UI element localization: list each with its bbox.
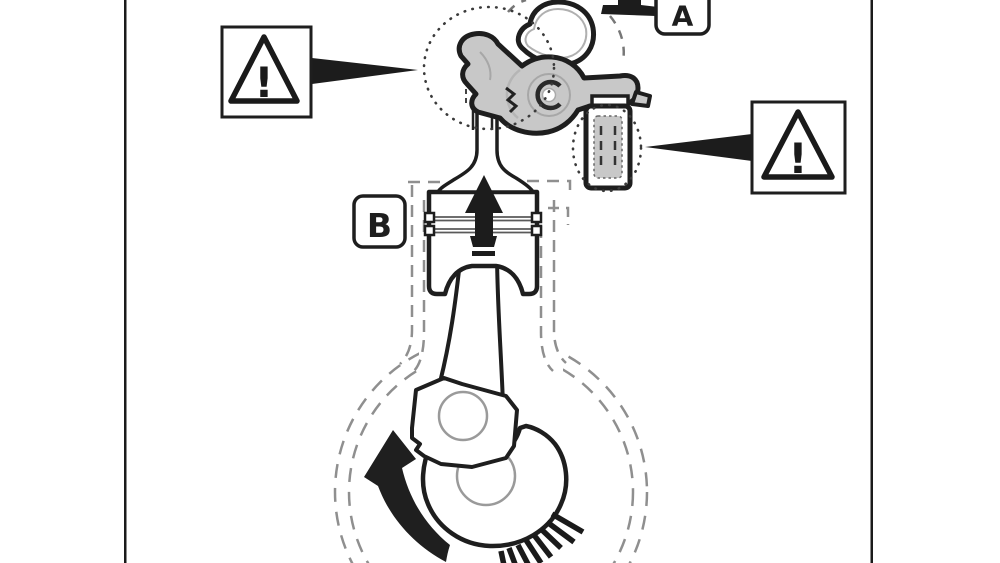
valve-stem-and-head — [436, 70, 535, 194]
piston-ring-notches — [423, 211, 543, 237]
callout-b: B — [352, 194, 407, 249]
callout-b-label: B — [367, 206, 392, 245]
cam-direction-arrow — [601, 0, 658, 16]
motion-bar-thick — [470, 236, 497, 247]
rod-big-end — [410, 376, 519, 469]
frame-left-border — [124, 0, 127, 563]
rotation-arrow-icon — [364, 430, 450, 562]
cylinder-wall-left-outer — [399, 185, 414, 365]
callout-a-label: A — [672, 0, 694, 33]
warning-left-exclamation: ! — [254, 58, 273, 107]
rocker-arm — [456, 31, 652, 136]
tappet — [583, 94, 633, 191]
warning-triangle-icon: ! — [761, 109, 835, 183]
counterweight-hatch-marks — [498, 511, 585, 563]
callout-b-box — [352, 194, 407, 249]
warning-left-pointer — [312, 58, 418, 84]
chamber-step-bracket — [548, 206, 570, 225]
tappet-inner — [593, 115, 623, 179]
cam-motion-arcs — [507, 0, 625, 63]
crankshaft — [364, 376, 585, 563]
callout-a-box — [654, 0, 711, 36]
frame-right-border — [870, 0, 873, 563]
warning-right-pointer — [645, 134, 752, 161]
tappet-hidden-lines — [599, 126, 617, 168]
cylinder-wall-right-outer — [552, 200, 567, 364]
warning-callout-left: ! — [220, 25, 418, 119]
valve-focus-circle — [422, 5, 556, 131]
rocker-arm-foot — [630, 90, 652, 108]
chamber-top-right — [527, 179, 572, 197]
callout-a: A — [654, 0, 711, 36]
focus-circles — [422, 5, 643, 193]
rocker-pivot-ring — [527, 73, 571, 117]
lash-adjuster-zigzag — [505, 86, 519, 114]
warning-triangle-icon: ! — [228, 34, 300, 107]
warning-right-exclamation: ! — [788, 134, 807, 183]
cylinder-wall-left-inner — [413, 200, 426, 372]
rocker-pad-line — [479, 51, 492, 81]
rocker-boss-arc — [505, 68, 521, 119]
rocker-pivot-c-arc — [535, 79, 562, 111]
compression-arrow — [465, 175, 503, 238]
cylinder-wall-right-inner — [539, 226, 554, 372]
big-end-bore-circle — [437, 390, 489, 442]
tappet-focus-circle — [571, 103, 643, 193]
warning-callout-right: ! — [645, 100, 847, 195]
motion-bar-thin — [472, 251, 495, 256]
up-arrow-icon — [465, 175, 503, 256]
